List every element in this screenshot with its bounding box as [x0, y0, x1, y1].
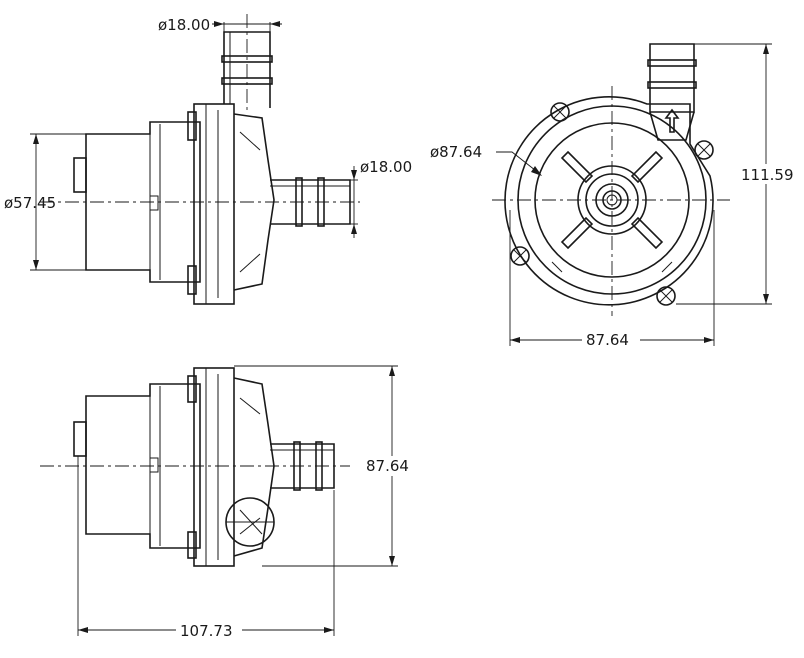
bottom-flange	[193, 367, 235, 567]
side-motor-housing	[85, 121, 201, 283]
bottom-motor-housing	[85, 383, 201, 549]
side-inlet-diameter-label: ø18.00	[360, 158, 412, 176]
front-screw-bottom-left	[510, 246, 530, 266]
front-height-label: 111.59	[741, 166, 794, 184]
side-volute	[233, 113, 275, 291]
side-flange	[193, 103, 235, 305]
front-screw-right	[694, 140, 714, 160]
front-screw-bottom-right	[656, 286, 676, 306]
front-volute	[504, 96, 714, 306]
bottom-motor-cap	[73, 421, 87, 457]
side-motor-cap	[73, 157, 87, 193]
bottom-view: 87.64 107.73	[40, 365, 420, 640]
front-spokes	[551, 150, 673, 273]
front-view: ø87.64 87.64 111.59	[430, 43, 794, 349]
side-body-diameter-label: ø57.45	[4, 194, 56, 212]
side-view: ø18.00 ø18.00 ø57.45	[4, 14, 412, 305]
front-volute-diameter-label: ø87.64	[430, 143, 482, 161]
front-outlet-pipe	[649, 43, 695, 113]
bottom-length-label: 107.73	[180, 622, 233, 640]
front-screw-top-left	[550, 102, 570, 122]
bottom-volute	[233, 377, 275, 557]
bottom-height-label: 87.64	[366, 457, 409, 475]
front-width-label: 87.64	[586, 331, 629, 349]
side-outlet-diameter-label: ø18.00	[158, 16, 210, 34]
